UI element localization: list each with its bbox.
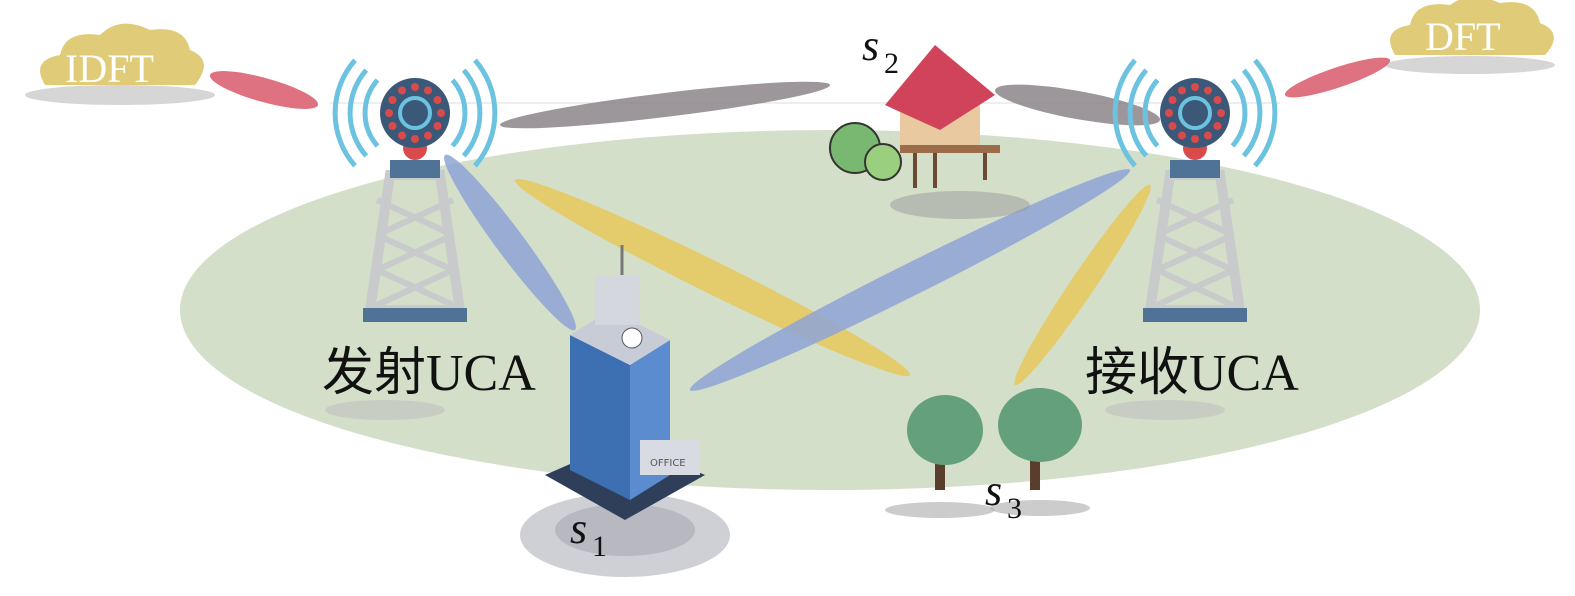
signal-wave-icon: [332, 58, 357, 168]
beam-s1-rx: [689, 169, 1131, 391]
trees: [885, 388, 1090, 518]
beam-tx-s1: [444, 154, 576, 331]
signal-wave-icon: [1241, 68, 1263, 158]
office-sign: OFFICE: [650, 458, 686, 469]
signal-wave-icon: [1230, 78, 1248, 148]
beam-tx-s2: [499, 81, 831, 129]
signal-wave-icon: [347, 68, 369, 158]
svg-text:2: 2: [884, 47, 899, 80]
dft-label: DFT: [1425, 14, 1501, 59]
signal-wave-icon: [473, 58, 498, 168]
svg-text:s: s: [570, 504, 587, 553]
office-building: OFFICE: [520, 245, 730, 577]
transmit-tower: [325, 58, 498, 420]
s2-label: s 2: [862, 21, 899, 80]
antenna-uca-icon: [1160, 78, 1230, 148]
signal-wave-icon: [362, 78, 380, 148]
signal-wave-icon: [461, 68, 483, 158]
signal-wave-icon: [1142, 78, 1160, 148]
transmitter-label: 发射UCA: [322, 345, 536, 402]
idft-cloud: IDFT: [25, 23, 215, 105]
beams: [209, 57, 1391, 391]
signal-wave-icon: [1127, 68, 1149, 158]
receiver-label: 接收UCA: [1085, 345, 1299, 402]
beam-s3-rx: [1014, 184, 1151, 386]
house: [829, 45, 1030, 219]
idft-label: IDFT: [65, 46, 154, 91]
signal-wave-icon: [1253, 58, 1278, 168]
signal-wave-icon: [1112, 58, 1137, 168]
s3-label: s 3: [985, 466, 1022, 525]
s1-label: s 1: [570, 504, 607, 563]
svg-text:s: s: [985, 466, 1002, 515]
svg-text:3: 3: [1007, 492, 1022, 525]
beam-rx-dft: [1284, 57, 1391, 98]
svg-text:1: 1: [592, 530, 607, 563]
beam-idft-tx: [209, 71, 319, 109]
beam-s2-rx: [994, 84, 1161, 126]
svg-text:s: s: [862, 21, 879, 70]
signal-wave-icon: [450, 78, 468, 148]
receive-tower: [1105, 58, 1278, 420]
antenna-uca-icon: [380, 78, 450, 148]
dft-cloud: DFT: [1385, 0, 1555, 74]
